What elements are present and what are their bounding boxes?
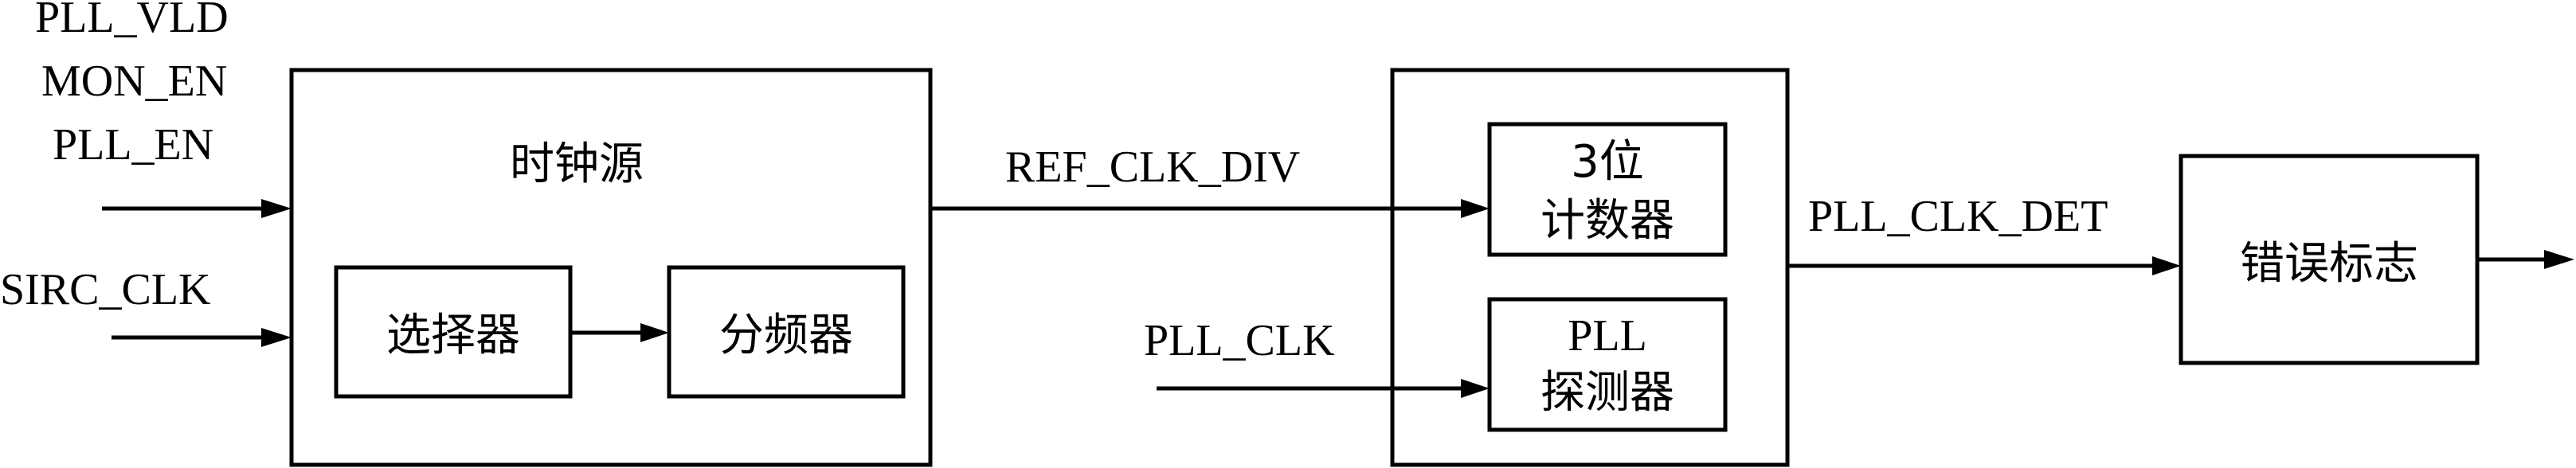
sirc-clk-label: SIRC_CLK bbox=[0, 265, 211, 314]
counter-label-line1: 3位 bbox=[1571, 136, 1644, 188]
probe-label-line2: 探测器 bbox=[1541, 367, 1674, 419]
pll-vld-label: PLL_VLD bbox=[35, 0, 229, 42]
divider-label: 分频器 bbox=[719, 310, 853, 361]
counter-box bbox=[1487, 122, 1728, 257]
pll-clk-det-label: PLL_CLK_DET bbox=[1808, 192, 2108, 241]
probe-box bbox=[1487, 297, 1728, 432]
control-input-arrowhead bbox=[261, 199, 292, 218]
probe-label-line1: PLL bbox=[1568, 311, 1647, 361]
clock-source-title: 时钟源 bbox=[510, 138, 644, 190]
divider-box bbox=[667, 265, 906, 399]
pll-clk-arrowhead bbox=[1461, 379, 1490, 398]
output-arrowhead bbox=[2544, 250, 2574, 269]
clock-source-box bbox=[289, 68, 933, 467]
pll-en-label: PLL_EN bbox=[53, 120, 213, 170]
sirc-clk-arrowhead bbox=[261, 328, 292, 347]
mon-en-label: MON_EN bbox=[41, 57, 227, 106]
ref-clk-div-arrowhead bbox=[1461, 199, 1490, 218]
selector-label: 选择器 bbox=[386, 310, 520, 361]
error-flag-label: 错误标志 bbox=[2240, 238, 2418, 290]
pll-clk-label: PLL_CLK bbox=[1144, 316, 1335, 365]
selector-to-divider-arrowhead bbox=[640, 323, 669, 342]
ref-clk-div-label: REF_CLK_DIV bbox=[1005, 142, 1300, 192]
counter-label-line2: 计数器 bbox=[1541, 195, 1674, 247]
pll-clk-det-arrowhead bbox=[2152, 256, 2181, 275]
